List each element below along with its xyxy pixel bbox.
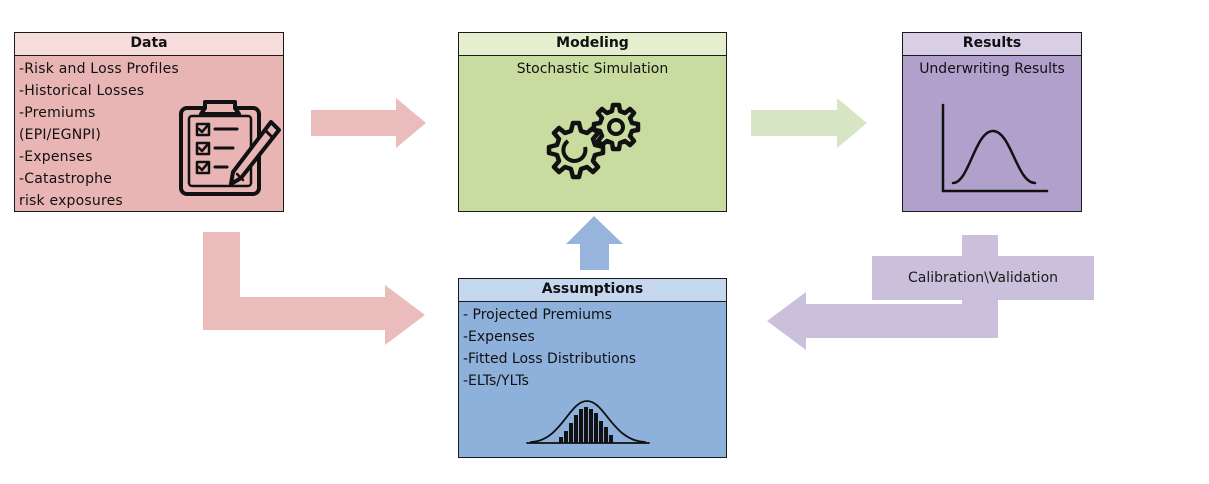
distribution-curve-icon (941, 103, 1049, 193)
results-subtitle: Underwriting Results (919, 61, 1065, 77)
assumptions-line-expenses: -Expenses (463, 329, 535, 345)
data-line-expenses: -Expenses (19, 149, 93, 165)
assumptions-box-body: - Projected Premiums -Expenses -Fitted L… (459, 302, 726, 392)
arrow-assumptions-to-modeling (566, 216, 623, 270)
assumptions-box-title: Assumptions (459, 279, 726, 302)
histogram-bell-curve-icon (526, 400, 650, 444)
gears-icon (546, 102, 641, 180)
arrow-data-to-assumptions (203, 232, 425, 345)
arrow-results-to-assumptions (767, 235, 998, 350)
modeling-box: Modeling Stochastic Simulation (458, 32, 727, 212)
calibration-validation-label: Calibration\Validation (872, 256, 1094, 300)
data-line-epi-egnpi: (EPI/EGNPI) (19, 127, 101, 143)
data-line-catastrophe: -Catastrophe (19, 171, 113, 187)
data-line-risk-exposures: risk exposures (19, 193, 123, 209)
data-line-risk-loss-profiles: -Risk and Loss Profiles (19, 61, 179, 77)
modeling-subtitle: Stochastic Simulation (516, 61, 669, 77)
assumptions-box: Assumptions - Projected Premiums -Expens… (458, 278, 727, 458)
assumptions-line-fitted-loss-distributions: -Fitted Loss Distributions (463, 351, 637, 367)
assumptions-line-projected-premiums: - Projected Premiums (463, 307, 612, 323)
arrow-data-to-modeling (311, 98, 426, 148)
data-line-historical-losses: -Historical Losses (19, 83, 145, 99)
arrow-modeling-to-results (751, 98, 867, 148)
data-box-title: Data (15, 33, 283, 56)
results-box: Results Underwriting Results (902, 32, 1082, 212)
assumptions-line-elts-ylts: -ELTs/YLTs (463, 373, 529, 389)
results-box-title: Results (903, 33, 1081, 56)
data-box-body: -Risk and Loss Profiles -Historical Loss… (15, 56, 283, 212)
modeling-box-title: Modeling (459, 33, 726, 56)
data-box: Data -Risk and Loss Profiles -Historical… (14, 32, 284, 212)
clipboard-checklist-pencil-icon (179, 100, 281, 196)
data-line-premiums: -Premiums (19, 105, 96, 121)
